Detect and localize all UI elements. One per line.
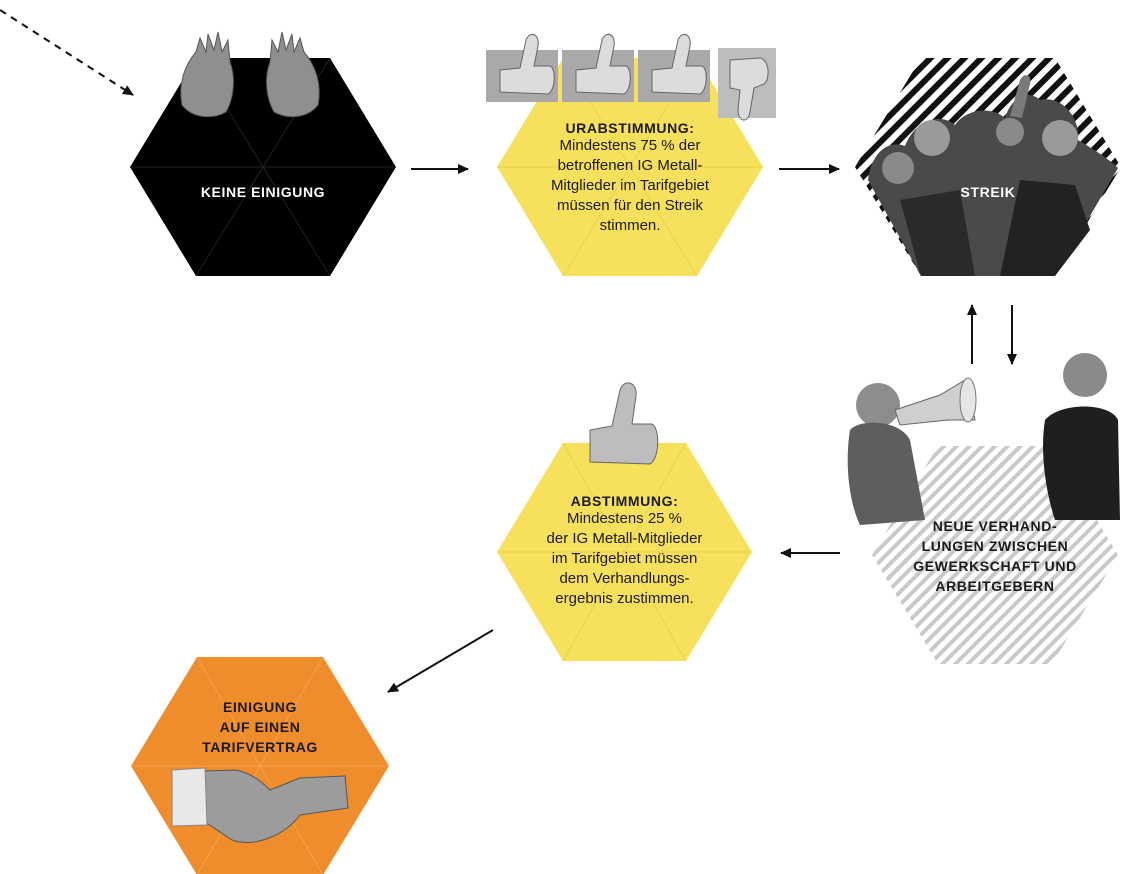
arrow-abstimmung-to-einigung [387,629,494,693]
protest-crowd-icon [868,75,1118,276]
thumbs-up-down-icon [486,33,776,121]
node-title: KEINE EINIGUNG [200,184,326,200]
handshake-icon [171,767,349,843]
node-title: EINIGUNG AUF EINEN TARIFVERTRAG [202,699,318,755]
thumbs-up-icon [589,382,659,465]
label-abstimmung: ABSTIMMUNG: Mindestens 25 % der IG Metal… [512,493,737,609]
node-streik [855,58,1121,276]
arrow-start-dashed [0,9,134,96]
node-einigung [131,656,389,874]
node-text: Mindestens 25 % der IG Metall-Mitglieder… [546,510,703,607]
label-keine-einigung: KEINE EINIGUNG [150,184,376,200]
node-text: Mindestens 75 % der betroffenen IG Metal… [550,137,710,234]
node-title: NEUE VERHAND- LUNGEN ZWISCHEN GEWERKSCHA… [913,518,1077,594]
node-keine-einigung [130,31,396,277]
node-abstimmung [497,382,752,662]
node-title: ABSTIMMUNG: [570,493,679,509]
node-title: URABSTIMMUNG: [565,120,695,136]
label-neue-verhandlungen: NEUE VERHAND- LUNGEN ZWISCHEN GEWERKSCHA… [893,516,1097,596]
node-urabstimmung [486,33,776,277]
node-title: STREIK [960,184,1016,200]
label-einigung: EINIGUNG AUF EINEN TARIFVERTRAG [180,697,340,757]
arrows [0,9,1017,693]
raised-hands-icon [180,31,320,118]
label-urabstimmung: URABSTIMMUNG: Mindestens 75 % der betrof… [515,120,745,236]
megaphone-negotiators-icon [847,353,1120,525]
node-neue-verhandlungen [847,353,1120,664]
label-streik: STREIK [928,184,1048,200]
